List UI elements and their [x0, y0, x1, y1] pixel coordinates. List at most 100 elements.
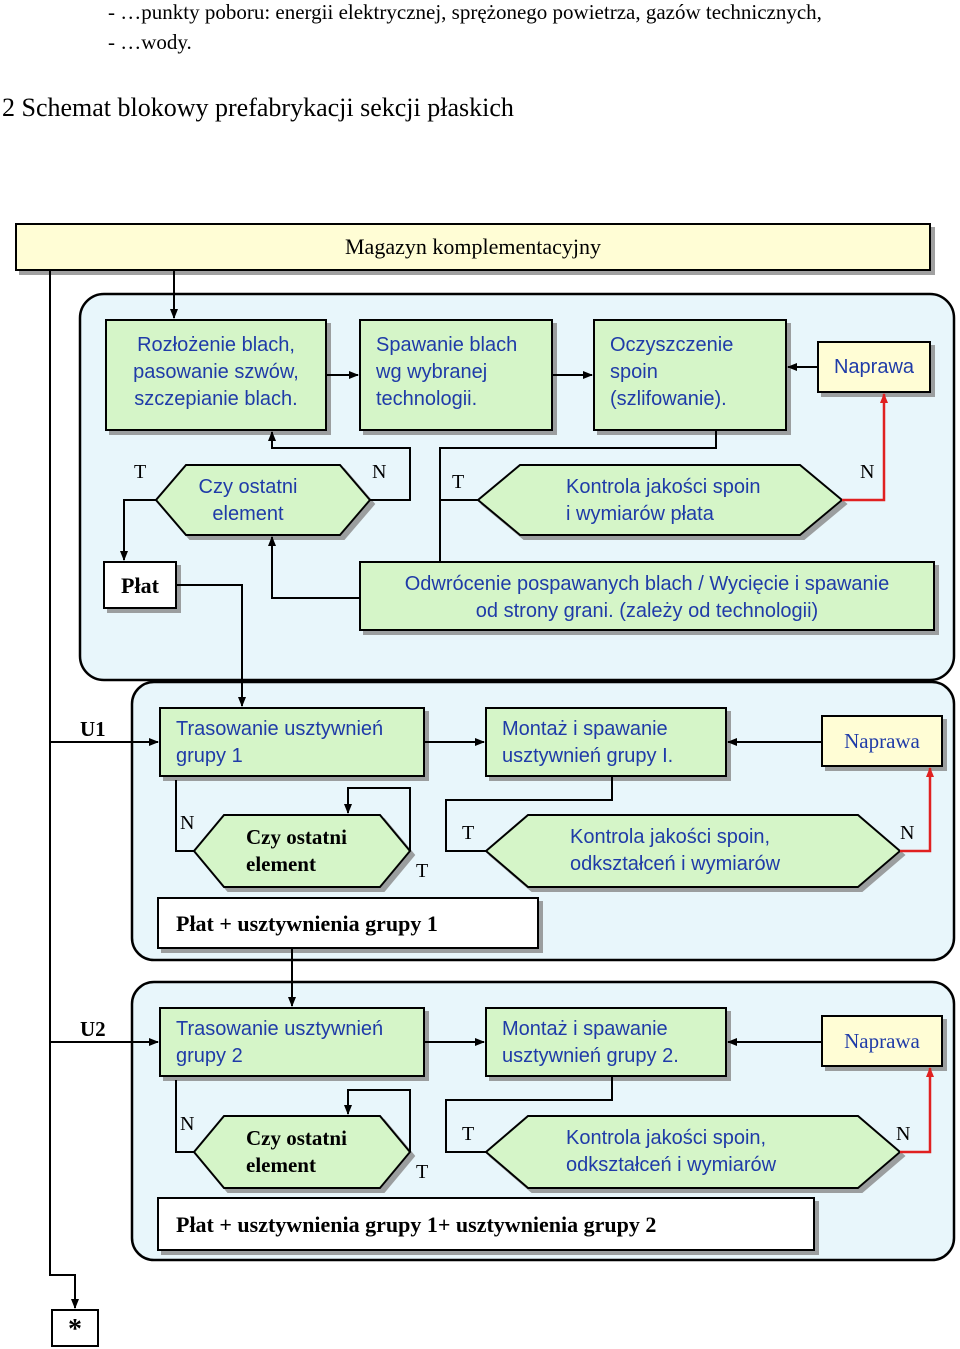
kontrola-1-text: Kontrola jakości spoin i wymiarów płata [566, 474, 761, 528]
oczyszczenie-line-2: spoin [610, 361, 658, 383]
arrow-kontrola-3-n-to-naprawa [900, 1067, 934, 1154]
box-naprawa-2 [821, 715, 943, 767]
oczyszczenie-text: Oczyszczenie spoin (szlifowanie). [610, 332, 733, 413]
box-rozlozenie [105, 319, 327, 431]
kontrola-1-line-1: Kontrola jakości spoin [566, 476, 761, 498]
trasowanie-2-line-2: grupy 2 [176, 1045, 243, 1067]
arrow-plat-to-trasowanie-1 [176, 584, 246, 707]
plat-text: Płat [121, 573, 159, 598]
naprawa-1-text: Naprawa [833, 356, 915, 378]
montaz-2-line-1: Montaż i spawanie [502, 1018, 668, 1040]
terminator-star: * [68, 1314, 82, 1345]
box-terminator [51, 1309, 99, 1347]
trasowanie-1-text: Trasowanie usztywnień grupy 1 [176, 716, 383, 770]
label-t-kontrola-2: T [462, 822, 475, 844]
box-trasowanie-2 [159, 1007, 425, 1077]
odwrocenie-line-1: Odwrócenie pospawanych blach / Wycięcie … [404, 573, 890, 595]
montaz-1-line-1: Montaż i spawanie [502, 718, 668, 740]
label-t-czy-ostatni-1: T [134, 461, 147, 483]
czy-ostatni-2-line-1: Czy ostatni [246, 825, 347, 849]
label-n-kontrola-3: N [896, 1123, 911, 1145]
kontrola-2-line-2: odkształceń i wymiarów [570, 853, 781, 875]
trasowanie-1-line-1: Trasowanie usztywnień [176, 718, 384, 740]
stage-u2-label: U2 [80, 1017, 106, 1041]
oczyszczenie-line-3: (szlifowanie). [610, 388, 727, 410]
spawanie-text: Spawanie blach wg wybranej technologii. [376, 332, 517, 413]
arrow-oczyszczenie-to-kontrola [439, 430, 717, 563]
label-t-kontrola-3: T [462, 1123, 475, 1145]
kontrola-3-line-1: Kontrola jakości spoin, [566, 1127, 767, 1149]
arrow-czy-ostatni-2-n [175, 780, 194, 852]
box-result-2 [157, 1197, 815, 1251]
trasowanie-2-text: Trasowanie usztywnień grupy 2 [176, 1016, 383, 1070]
kontrola-3-line-2: odkształceń i wymiarów [566, 1154, 777, 1176]
kontrola-1-line-2: i wymiarów płata [566, 503, 714, 525]
czy-ostatni-3-line-2: element [246, 1153, 316, 1177]
czy-ostatni-1-line-2: element [212, 503, 284, 525]
box-odwrocenie [359, 561, 935, 631]
montaz-2-line-2: usztywnień grupy 2. [502, 1045, 679, 1067]
box-oczyszczenie [593, 319, 787, 431]
odwrocenie-text: Odwrócenie pospawanych blach / Wycięcie … [360, 571, 934, 625]
section-heading: 2 Schemat blokowy prefabrykacji sekcji p… [2, 93, 514, 122]
czy-ostatni-2-text: Czy ostatni element [246, 824, 347, 878]
box-montaz-1 [485, 707, 727, 777]
czy-ostatni-3-text: Czy ostatni element [246, 1125, 347, 1179]
spawanie-line-2: wg wybranej [376, 361, 488, 383]
naprawa-3-text: Naprawa [844, 1029, 920, 1053]
trasowanie-2-line-1: Trasowanie usztywnień [176, 1018, 384, 1040]
label-n-czy-ostatni-1: N [372, 461, 387, 483]
kontrola-2-line-1: Kontrola jakości spoin, [570, 826, 771, 848]
box-naprawa-1 [817, 341, 931, 393]
arrow-montaz-2-to-kontrola-3 [445, 1076, 613, 1153]
arrow-kontrola-2-n-to-naprawa [900, 767, 934, 853]
kontrola-2-text: Kontrola jakości spoin, odkształceń i wy… [570, 824, 780, 878]
result-1-text: Płat + usztywnienia grupy 1 [176, 911, 438, 936]
montaz-1-line-2: usztywnień grupy I. [502, 745, 674, 767]
box-trasowanie-1 [159, 707, 425, 777]
montaz-2-text: Montaż i spawanie usztywnień grupy 2. [502, 1016, 679, 1070]
kontrola-3-text: Kontrola jakości spoin, odkształceń i wy… [566, 1125, 776, 1179]
label-t-czy-ostatni-3: T [416, 1161, 429, 1183]
arrow-czy-ostatni-3-return [344, 1089, 411, 1152]
label-n-czy-ostatni-3: N [180, 1113, 195, 1135]
naprawa-2-text: Naprawa [844, 729, 920, 753]
magazyn-label: Magazyn komplementacyjny [345, 234, 601, 259]
arrow-czy-ostatni-n-to-rozlozenie [268, 431, 411, 501]
czy-ostatni-2-line-2: element [246, 852, 316, 876]
magazyn-box [15, 223, 931, 271]
box-spawanie [359, 319, 553, 431]
spawanie-line-3: technologii. [376, 388, 478, 410]
box-naprawa-3 [821, 1015, 943, 1067]
czy-ostatni-1-line-1: Czy ostatni [198, 476, 298, 498]
arrow-czy-ostatni-3-n [175, 1080, 194, 1153]
czy-ostatni-3-line-1: Czy ostatni [246, 1126, 347, 1150]
list-item-energy: - …punkty poboru: energii elektrycznej, … [108, 0, 822, 24]
arrow-magazyn-to-terminator [49, 270, 79, 1309]
label-n-czy-ostatni-2: N [180, 812, 195, 834]
result-2-text: Płat + usztywnienia grupy 1+ usztywnieni… [176, 1212, 657, 1237]
spawanie-line-1: Spawanie blach [376, 334, 518, 356]
list-item-water: - …wody. [108, 30, 192, 54]
rozlozenie-line-2: pasowanie szwów, [133, 361, 299, 383]
label-t-czy-ostatni-2: T [416, 860, 429, 882]
arrow-montaz-1-to-kontrola-2 [445, 776, 613, 852]
rozlozenie-line-3: szczepianie blach. [134, 388, 298, 410]
odwrocenie-line-2: od strony grani. (zależy od technologii) [475, 600, 819, 622]
trasowanie-1-line-2: grupy 1 [176, 745, 243, 767]
label-n-kontrola-2: N [900, 822, 915, 844]
stage-u1-label: U1 [80, 717, 106, 741]
box-result-1 [157, 897, 539, 949]
label-n-kontrola-1: N [860, 461, 875, 483]
box-plat [103, 561, 177, 609]
arrow-czy-ostatni-2-return [344, 787, 411, 851]
box-montaz-2 [485, 1007, 727, 1077]
rozlozenie-text: Rozłożenie blach, pasowanie szwów, szcze… [106, 332, 326, 413]
label-t-kontrola-1: T [452, 471, 465, 493]
arrow-czy-ostatni-t-to-plat [120, 499, 156, 561]
czy-ostatni-1-text: Czy ostatni element [156, 474, 340, 528]
oczyszczenie-line-1: Oczyszczenie [610, 334, 734, 356]
montaz-1-text: Montaż i spawanie usztywnień grupy I. [502, 716, 673, 770]
arrow-kontrola-1-n-to-naprawa [842, 393, 888, 502]
